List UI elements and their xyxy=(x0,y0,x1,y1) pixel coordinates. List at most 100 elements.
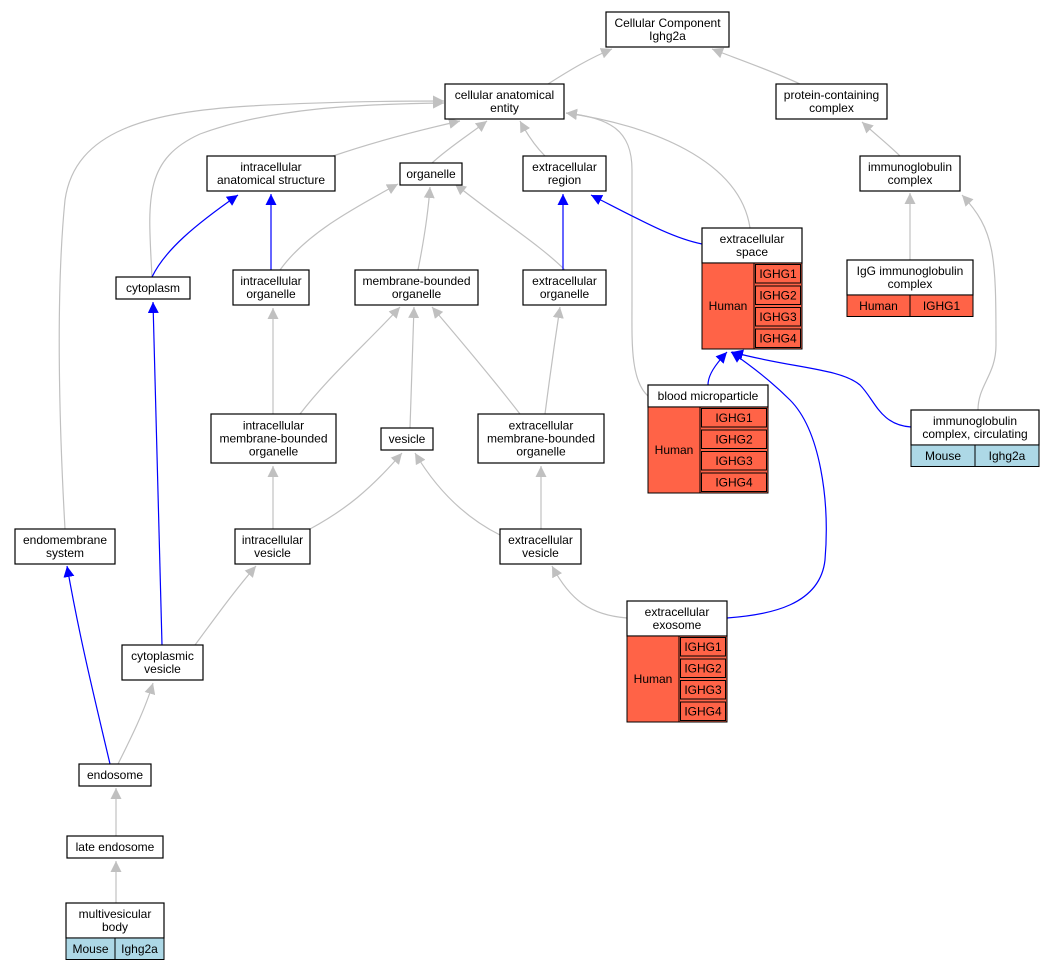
node-box xyxy=(522,155,607,192)
node-box xyxy=(14,528,116,565)
node-box xyxy=(78,763,152,787)
node-le[interactable]: late endosome xyxy=(66,835,164,859)
node-box xyxy=(859,155,961,192)
node-label: late endosome xyxy=(76,840,155,854)
node-exo[interactable]: extracellularexosomeHumanIGHG1IGHG2IGHG3… xyxy=(626,600,728,723)
node-endo[interactable]: endosome xyxy=(78,763,152,787)
node-label: organelle xyxy=(406,167,456,181)
node-label: intracellular xyxy=(242,533,303,547)
node-box xyxy=(65,902,165,939)
edge-ves-mbo-is-a xyxy=(408,306,420,429)
edge-es-cae-is-a xyxy=(565,109,751,229)
node-label: extracellular xyxy=(508,533,573,547)
gene-label: IGHG4 xyxy=(759,331,797,345)
edge-endo-ems-part-of xyxy=(63,565,111,765)
node-label: intracellular xyxy=(240,160,301,174)
edge-cyt-cae-is-a xyxy=(149,97,445,278)
node-label: complex xyxy=(888,277,933,291)
gene-label: IGHG2 xyxy=(684,661,722,675)
node-cyt[interactable]: cytoplasm xyxy=(115,276,191,300)
node-label: organelle xyxy=(392,287,442,301)
gene-cell xyxy=(680,658,726,678)
node-label: multivesicular xyxy=(79,907,152,921)
node-es[interactable]: extracellularspaceHumanIGHG1IGHG2IGHG3IG… xyxy=(701,227,803,350)
node-label: cytoplasm xyxy=(126,281,180,295)
species-label: Mouse xyxy=(925,449,961,463)
edge-mbo-org-is-a xyxy=(417,186,435,271)
node-box xyxy=(477,413,605,464)
node-box xyxy=(232,269,310,306)
node-label: extracellular xyxy=(645,605,710,619)
gene-cell xyxy=(680,680,726,700)
gene-cell xyxy=(909,294,974,317)
species-label: Mouse xyxy=(72,942,108,956)
node-org[interactable]: organelle xyxy=(399,162,463,186)
gene-label: IGHG3 xyxy=(759,310,797,324)
node-label: organelle xyxy=(540,287,590,301)
edge-exo-ev-is-a xyxy=(551,565,628,619)
node-box xyxy=(66,835,164,859)
node-label: space xyxy=(736,245,768,259)
species-label: Human xyxy=(634,672,673,686)
edge-igcc-igc-is-a xyxy=(961,194,997,411)
node-box xyxy=(234,528,311,565)
edge-imbo-mbo-is-a xyxy=(299,306,401,415)
node-label: cellular anatomical xyxy=(455,88,554,102)
node-ves[interactable]: vesicle xyxy=(380,427,434,451)
gene-cell xyxy=(701,408,767,428)
node-box xyxy=(354,269,479,306)
edge-pcc-root-is-a xyxy=(711,47,801,85)
gene-cell xyxy=(755,307,801,327)
gene-label: IGHG4 xyxy=(684,704,722,718)
edge-layer xyxy=(58,47,997,903)
node-label: endomembrane xyxy=(23,533,107,547)
edge-cv-iv-is-a xyxy=(194,565,257,646)
node-box xyxy=(115,276,191,300)
node-label: entity xyxy=(490,101,519,115)
node-label: immunoglobulin xyxy=(868,160,952,174)
gene-cell xyxy=(755,285,801,305)
node-label: Cellular Component xyxy=(614,16,721,30)
gene-label: IGHG3 xyxy=(684,683,722,697)
node-label: vesicle xyxy=(522,546,559,560)
edge-er-cae-is-a xyxy=(519,120,546,157)
node-label: system xyxy=(46,546,84,560)
node-label: organelle xyxy=(249,445,299,459)
node-label: extracellular xyxy=(509,419,574,433)
gene-label: IGHG3 xyxy=(715,454,753,468)
gene-label: IGHG1 xyxy=(923,299,961,313)
gene-label: Ighg2a xyxy=(989,449,1026,463)
gene-cell xyxy=(680,637,726,657)
gene-cell xyxy=(755,328,801,348)
species-label: Human xyxy=(709,299,748,313)
node-label: intracellular xyxy=(240,274,301,288)
gene-label: IGHG2 xyxy=(759,288,797,302)
gene-cell xyxy=(701,429,767,449)
node-label: organelle xyxy=(246,287,296,301)
node-label: complex xyxy=(888,173,933,187)
gene-cell xyxy=(974,444,1040,467)
node-bm[interactable]: blood microparticleHumanIGHG1IGHG2IGHG3I… xyxy=(647,384,769,494)
node-box xyxy=(210,413,337,464)
node-label: complex xyxy=(809,101,854,115)
edge-embo-eo-is-a xyxy=(544,306,564,415)
